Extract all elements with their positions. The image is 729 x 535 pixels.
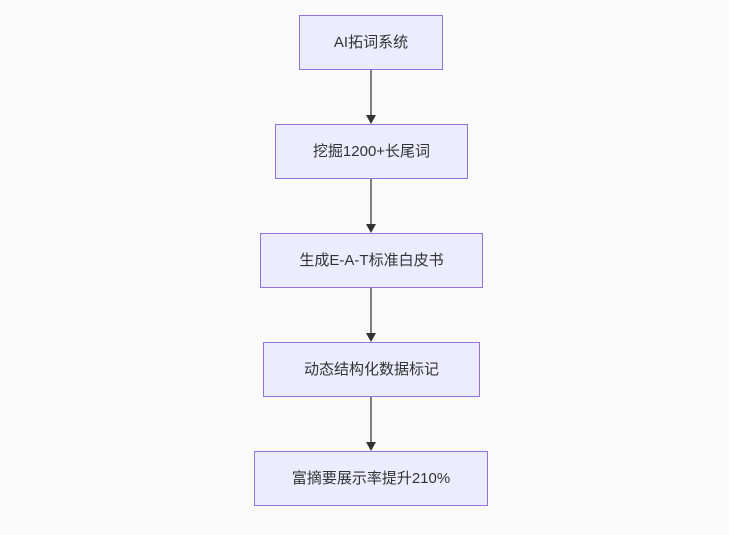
flow-arrow-down	[365, 70, 377, 124]
arrowhead-down-icon	[366, 442, 376, 451]
arrow-shaft	[370, 288, 372, 333]
flow-node-eat-whitepaper: 生成E-A-T标准白皮书	[260, 233, 483, 288]
flow-arrow-down	[365, 397, 377, 451]
flow-arrow-down	[365, 288, 377, 342]
flow-node-label: 动态结构化数据标记	[303, 360, 439, 378]
flow-node-label: 挖掘1200+长尾词	[312, 142, 431, 160]
flow-node-label: AI拓词系统	[333, 33, 409, 51]
arrow-shaft	[370, 179, 372, 224]
flow-node-longtail-mining: 挖掘1200+长尾词	[275, 124, 468, 179]
flow-node-structured-data-markup: 动态结构化数据标记	[263, 342, 480, 397]
arrowhead-down-icon	[366, 115, 376, 124]
arrowhead-down-icon	[366, 333, 376, 342]
flow-node-ai-word-expansion: AI拓词系统	[299, 15, 443, 70]
flow-node-label: 生成E-A-T标准白皮书	[299, 251, 444, 269]
arrow-shaft	[370, 70, 372, 115]
flow-arrow-down	[365, 179, 377, 233]
arrow-shaft	[370, 397, 372, 442]
flow-node-label: 富摘要展示率提升210%	[291, 469, 451, 487]
arrowhead-down-icon	[366, 224, 376, 233]
flow-node-rich-snippet-result: 富摘要展示率提升210%	[254, 451, 488, 506]
